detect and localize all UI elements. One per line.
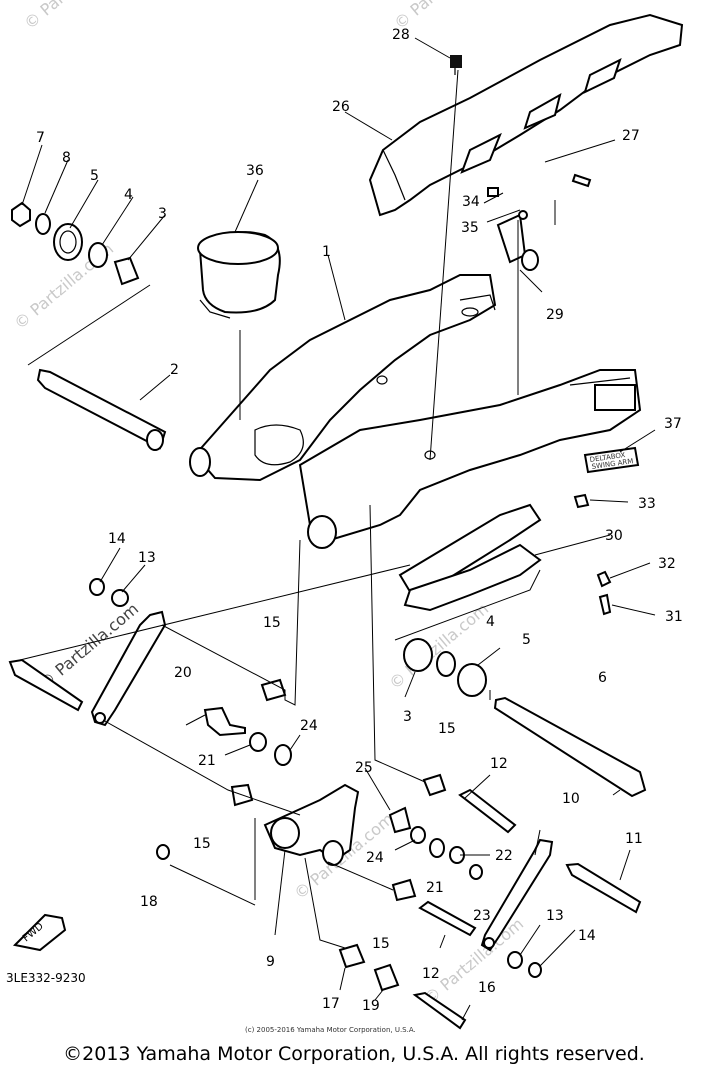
long-bolt-part bbox=[493, 696, 647, 798]
part-number-label: 21 bbox=[198, 753, 216, 769]
part-number-label: 34 bbox=[462, 194, 480, 210]
watermark: © Partzilla.com bbox=[20, 0, 127, 33]
center-hardware-part bbox=[388, 806, 483, 880]
part-number-label: 37 bbox=[664, 416, 682, 432]
part-number-label: 31 bbox=[665, 609, 683, 625]
decal-part: DELTABOX SWING ARM bbox=[583, 446, 640, 474]
part-number-label: 20 bbox=[174, 665, 192, 681]
part-number-label: 6 bbox=[598, 670, 607, 686]
part-number-label: 10 bbox=[562, 791, 580, 807]
part-number-label: 11 bbox=[625, 831, 643, 847]
part-number-label: 15 bbox=[193, 836, 211, 852]
part-number-label: 4 bbox=[486, 614, 495, 630]
part-number-label: 18 bbox=[140, 894, 158, 910]
lower-hardware-part bbox=[156, 844, 542, 1030]
drawing-code: 3LE332-9230 bbox=[6, 971, 86, 985]
nut-washer-part bbox=[89, 578, 129, 607]
part-number-label: 14 bbox=[578, 928, 596, 944]
small-copyright: (c) 2005-2016 Yamaha Motor Corporation, … bbox=[245, 1026, 416, 1034]
fwd-arrow-icon: FWD bbox=[12, 913, 67, 952]
part-number-label: 30 bbox=[605, 528, 623, 544]
part-number-label: 15 bbox=[372, 936, 390, 952]
small-bolts-part bbox=[573, 493, 612, 616]
part-number-label: 33 bbox=[638, 496, 656, 512]
chain-guard-part bbox=[368, 13, 684, 217]
pivot-shaft-part bbox=[36, 368, 167, 451]
part-number-label: 5 bbox=[522, 632, 531, 648]
part-number-label: 15 bbox=[263, 615, 281, 631]
bracket-part bbox=[487, 187, 539, 271]
part-number-label: 22 bbox=[495, 848, 513, 864]
part-number-label: 27 bbox=[622, 128, 640, 144]
link-rod-right-part bbox=[480, 838, 554, 952]
copyright-footer: ©2013 Yamaha Motor Corporation, U.S.A. A… bbox=[63, 1043, 645, 1065]
part-number-label: 21 bbox=[426, 880, 444, 896]
part-number-label: 36 bbox=[246, 163, 264, 179]
part-number-label: 28 bbox=[392, 27, 410, 43]
bolt-left-part bbox=[8, 658, 84, 712]
part-number-label: 2 bbox=[170, 362, 179, 378]
bolt-right-part bbox=[565, 862, 642, 914]
part-number-label: 26 bbox=[332, 99, 350, 115]
part-number-label: 32 bbox=[658, 556, 676, 572]
part-number-label: 29 bbox=[546, 307, 564, 323]
part-number-label: 24 bbox=[300, 718, 318, 734]
part-number-label: 4 bbox=[124, 187, 133, 203]
part-number-label: 35 bbox=[461, 220, 479, 236]
part-number-label: 8 bbox=[62, 150, 71, 166]
part-number-label: 17 bbox=[322, 996, 340, 1012]
collar-part bbox=[418, 788, 517, 937]
part-number-labels: 1 2 3 4 5 6 7 8 9 10 11 12 13 14 15 16 1… bbox=[36, 27, 683, 1014]
part-number-label: 12 bbox=[490, 756, 508, 772]
part-number-label: 13 bbox=[138, 550, 156, 566]
part-number-label: 14 bbox=[108, 531, 126, 547]
part-number-label: 12 bbox=[422, 966, 440, 982]
part-number-label: 5 bbox=[90, 168, 99, 184]
part-number-label: 15 bbox=[438, 721, 456, 737]
part-number-label: 3 bbox=[403, 709, 412, 725]
bushing-part bbox=[230, 678, 447, 902]
bushing-set-part bbox=[403, 638, 487, 697]
cover-part bbox=[197, 231, 281, 319]
part-number-label: 25 bbox=[355, 760, 373, 776]
relay-arm-part bbox=[263, 783, 360, 866]
part-number-label: 3 bbox=[158, 206, 167, 222]
swingarm-part bbox=[189, 274, 642, 549]
part-number-label: 19 bbox=[362, 998, 380, 1014]
part-number-label: 9 bbox=[266, 954, 275, 970]
leader-lines bbox=[19, 37, 656, 1021]
bolt-washer-part bbox=[203, 706, 292, 766]
part-number-label: 1 bbox=[322, 244, 331, 260]
part-number-label: 7 bbox=[36, 130, 45, 146]
part-number-label: 24 bbox=[366, 850, 384, 866]
pivot-hardware-part bbox=[11, 201, 140, 286]
part-number-label: 13 bbox=[546, 908, 564, 924]
part-number-label: 16 bbox=[478, 980, 496, 996]
link-rod-part bbox=[90, 610, 167, 727]
chain-case-part bbox=[398, 503, 542, 612]
bolt-part bbox=[450, 55, 592, 188]
part-number-label: 23 bbox=[473, 908, 491, 924]
